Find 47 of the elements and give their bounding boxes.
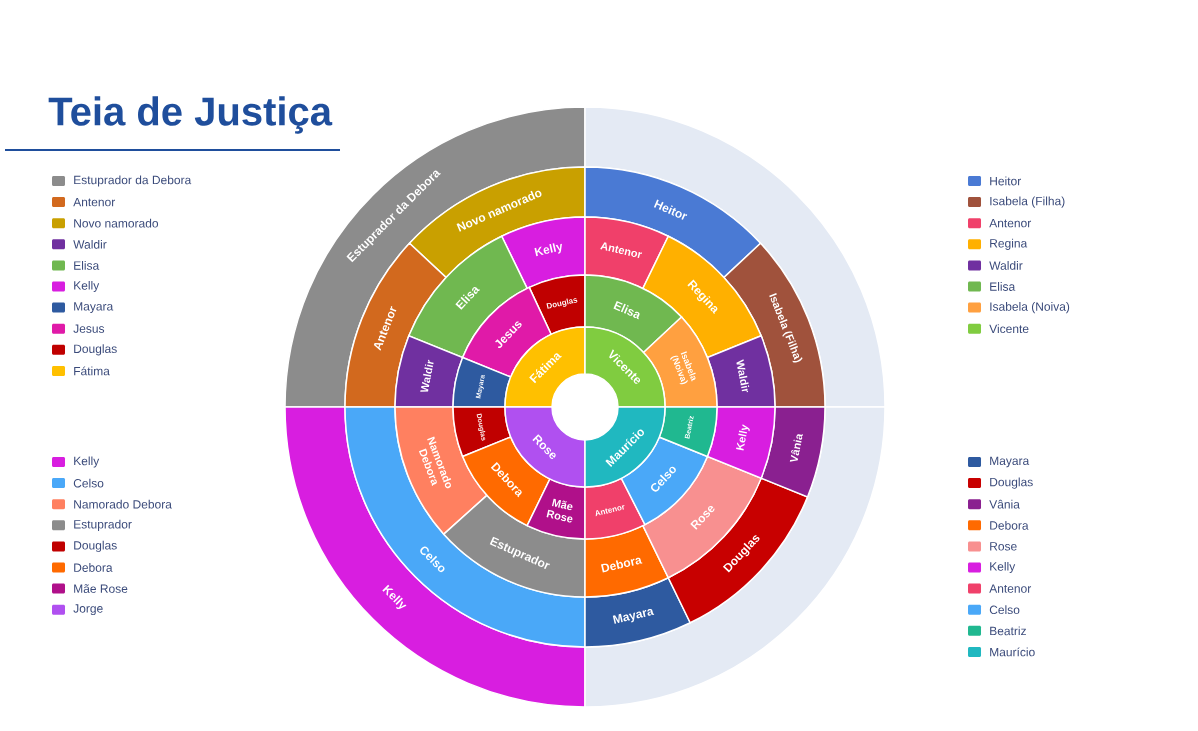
legend-label: Waldir	[73, 239, 107, 249]
legend-label: Isabela (Filha)	[990, 196, 1065, 208]
legend-label: Kelly	[74, 280, 100, 293]
legend-label: Mãe Rose	[74, 584, 128, 593]
legend-label: Estuprador da Debora	[74, 175, 192, 187]
legend-label: Antenor	[989, 584, 1032, 593]
legend-label: Debora	[990, 520, 1029, 530]
legend-label: Waldir	[989, 261, 1023, 270]
legend-label: Elisa	[74, 261, 100, 270]
legend-label: Namorado Debora	[74, 499, 172, 509]
legend-label: Kelly	[74, 456, 100, 468]
sector-segment: Kelly	[500, 216, 586, 290]
sector-segment: Waldir	[706, 335, 776, 408]
legend-label: Jesus	[73, 324, 105, 333]
legend-label: Fátima	[74, 366, 110, 376]
legend-label: Elisa	[990, 282, 1016, 291]
legend-label: Heitor	[990, 176, 1021, 186]
legend-label: Regina	[990, 238, 1028, 250]
legend-label: Celso	[73, 478, 104, 488]
legend-label: Douglas	[74, 540, 117, 552]
legend-label: Douglas	[990, 477, 1033, 489]
legend-label: Antenor	[73, 197, 116, 207]
sector-band	[584, 106, 886, 408]
legend-label: Kelly	[990, 561, 1016, 574]
sector-segment: Kelly	[706, 406, 776, 479]
sector-band	[584, 406, 886, 708]
legend-label: Isabela (Noiva)	[990, 302, 1070, 314]
sector-segment: Antenor	[584, 216, 670, 290]
legend-label: Mayara	[74, 302, 114, 313]
legend-label: Rose	[990, 542, 1017, 551]
legend-label: Maurício	[990, 647, 1035, 657]
legend-label: Debora	[74, 563, 113, 572]
sector-segment: Debora	[584, 524, 670, 598]
sector-segment: Waldir	[394, 335, 464, 408]
legend-label: Beatriz	[990, 626, 1026, 636]
legend-label: Douglas	[74, 344, 117, 356]
legend-label: Vânia	[989, 499, 1020, 509]
legend-label: Novo namorado	[74, 218, 159, 228]
legend-label: Mayara	[990, 456, 1030, 468]
sector-segment: Vânia	[760, 406, 826, 498]
legend-label: Estuprador	[74, 519, 132, 531]
legend-label: Jorge	[73, 604, 103, 616]
sector-segment: Antenor	[584, 477, 646, 540]
sector-segment: Mayara	[584, 577, 691, 648]
legend-label: Vicente	[989, 324, 1029, 334]
legend-label: Celso	[989, 605, 1020, 615]
legend-label: Antenor	[989, 219, 1032, 228]
